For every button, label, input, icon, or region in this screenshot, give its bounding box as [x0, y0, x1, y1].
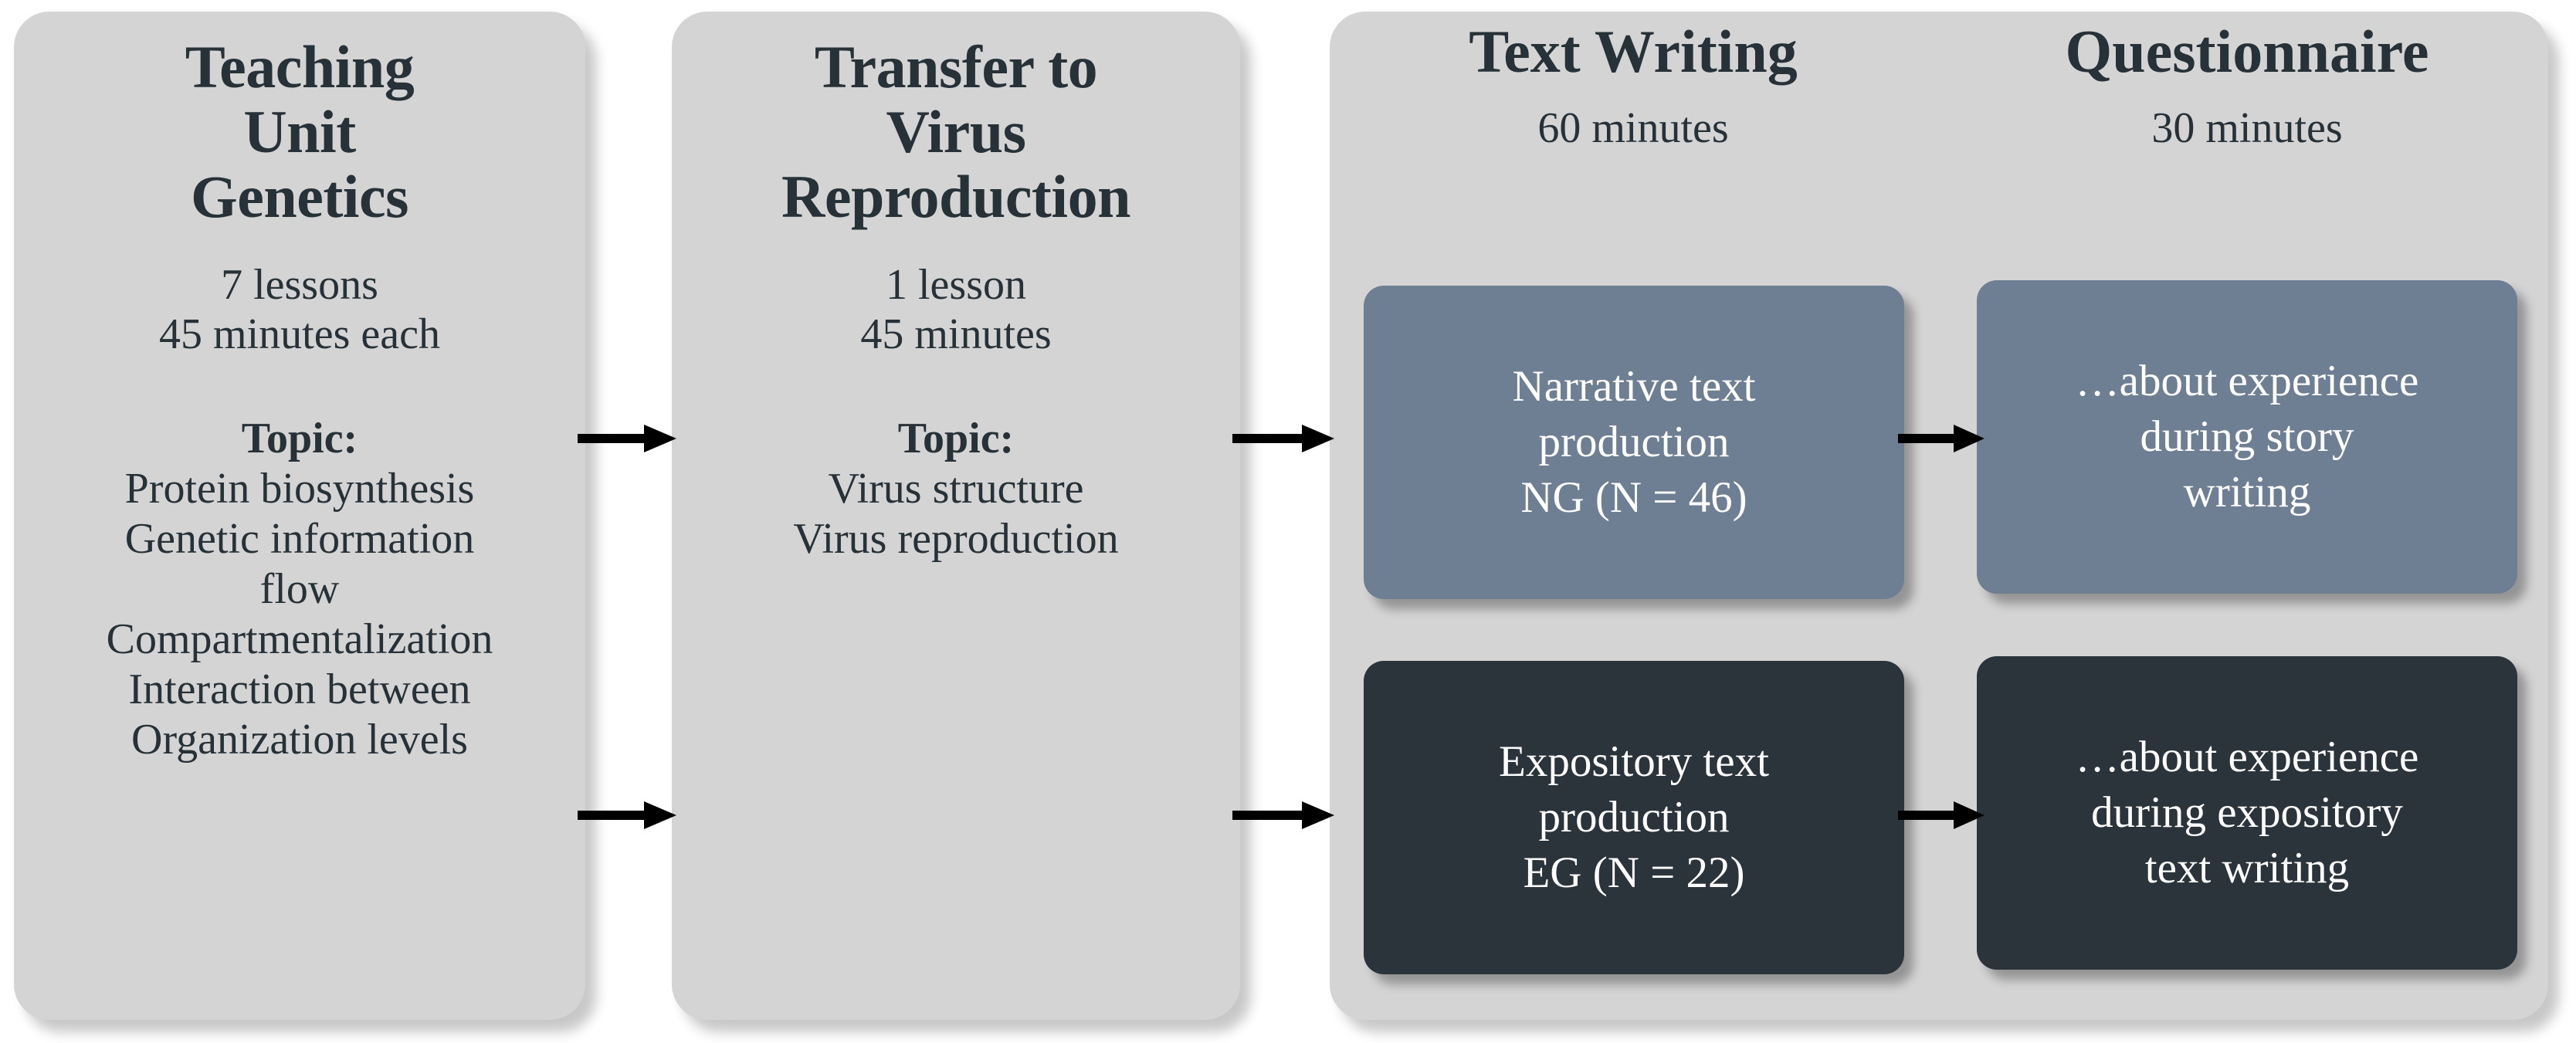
- spacer: [680, 359, 1232, 415]
- panel-teaching-title-line-1: Teaching: [185, 33, 415, 100]
- panel-teaching-content: Teaching Unit Genetics 7 lessons 45 minu…: [14, 12, 585, 765]
- panel-transfer-content: Transfer to Virus Reproduction 1 lesson …: [672, 12, 1240, 564]
- spacer: [680, 230, 1232, 261]
- panel-transfer-to-virus-reproduction: Transfer to Virus Reproduction 1 lesson …: [672, 12, 1240, 1020]
- panel-teaching-detail-2: 45 minutes each: [159, 310, 440, 358]
- panel-teaching-topic-list: Protein biosynthesis Genetic information…: [22, 464, 578, 765]
- panel-teaching-detail-1: 7 lessons: [221, 260, 378, 309]
- panel-teaching-topic-label: Topic:: [241, 415, 358, 463]
- card-questionnaire-expository-line-1: …about experience: [2075, 733, 2419, 782]
- column-duration-questionnaire: 30 minutes: [2151, 103, 2343, 152]
- column-header-text-writing: Text Writing 60 minutes: [1363, 19, 1903, 152]
- panel-transfer-topic-label: Topic:: [897, 415, 1015, 463]
- panel-teaching-title-line-2: Unit: [243, 98, 356, 166]
- arrow-right-icon-transfer-to-narrative: [1232, 425, 1334, 452]
- arrow-right-icon-narrative-to-questionnaire: [1898, 425, 1985, 452]
- card-narrative-line-2: production: [1538, 418, 1730, 467]
- panel-transfer-details: 1 lesson 45 minutes: [680, 261, 1232, 360]
- column-header-questionnaire: Questionnaire 30 minutes: [1977, 19, 2517, 152]
- card-questionnaire-story-line-3: writing: [2183, 467, 2311, 516]
- card-expository-line-2: production: [1538, 793, 1730, 842]
- card-expository-line-3: EG (N = 22): [1523, 848, 1745, 897]
- card-narrative-text-production: Narrative text production NG (N = 46): [1364, 286, 1904, 599]
- arrow-right-icon-teaching-to-transfer-bottom: [578, 801, 676, 829]
- card-expository-text-production: Expository text production EG (N = 22): [1364, 661, 1904, 974]
- panel-transfer-detail-1: 1 lesson: [886, 260, 1026, 309]
- arrow-right-icon-expository-to-questionnaire: [1898, 801, 1985, 829]
- card-questionnaire-expository-writing: …about experience during expository text…: [1977, 656, 2517, 970]
- column-duration-text-writing: 60 minutes: [1537, 103, 1729, 152]
- arrow-right-icon-transfer-to-expository: [1232, 801, 1334, 829]
- card-expository-lines: Expository text production EG (N = 22): [1378, 734, 1890, 900]
- card-questionnaire-expository-line-3: text writing: [2144, 843, 2350, 892]
- topic-item: Compartmentalization: [106, 615, 493, 664]
- panel-transfer-detail-2: 45 minutes: [860, 310, 1052, 358]
- panel-transfer-title-line-2: Virus: [886, 98, 1026, 166]
- panel-transfer-topic-list: Virus structure Virus reproduction: [680, 464, 1232, 564]
- spacer: [22, 230, 578, 261]
- column-title-text-writing: Text Writing: [1469, 18, 1798, 85]
- card-questionnaire-story-writing: …about experience during story writing: [1977, 280, 2517, 594]
- card-questionnaire-story-line-1: …about experience: [2075, 357, 2419, 406]
- panel-teaching-title-line-3: Genetics: [191, 163, 408, 231]
- topic-item: Interaction between: [128, 665, 471, 713]
- topic-item: Genetic information: [124, 515, 475, 564]
- spacer: [22, 359, 578, 415]
- panel-teaching-unit-genetics: Teaching Unit Genetics 7 lessons 45 minu…: [14, 12, 585, 1020]
- card-questionnaire-story-lines: …about experience during story writing: [1991, 354, 2503, 520]
- card-narrative-line-3: NG (N = 46): [1520, 472, 1747, 522]
- panel-teaching-details: 7 lessons 45 minutes each: [22, 261, 578, 360]
- topic-item: Virus reproduction: [793, 515, 1119, 564]
- card-narrative-line-1: Narrative text: [1512, 362, 1756, 411]
- card-expository-line-1: Expository text: [1499, 737, 1769, 787]
- card-questionnaire-expository-lines: …about experience during expository text…: [1991, 730, 2503, 896]
- topic-item: Organization levels: [131, 715, 468, 764]
- topic-item: Protein biosynthesis: [124, 465, 475, 513]
- column-title-questionnaire: Questionnaire: [2065, 18, 2429, 85]
- topic-item: Virus structure: [828, 465, 1084, 513]
- panel-teaching-title: Teaching Unit Genetics: [22, 33, 578, 231]
- panel-transfer-title-line-3: Reproduction: [781, 163, 1130, 231]
- card-questionnaire-story-line-2: during story: [2140, 412, 2354, 462]
- card-questionnaire-expository-line-2: during expository: [2091, 788, 2403, 838]
- card-narrative-lines: Narrative text production NG (N = 46): [1378, 359, 1890, 525]
- arrow-right-icon-teaching-to-transfer-top: [578, 425, 676, 452]
- topic-item: flow: [259, 565, 340, 614]
- panel-transfer-title: Transfer to Virus Reproduction: [680, 33, 1232, 231]
- panel-transfer-title-line-1: Transfer to: [814, 33, 1098, 100]
